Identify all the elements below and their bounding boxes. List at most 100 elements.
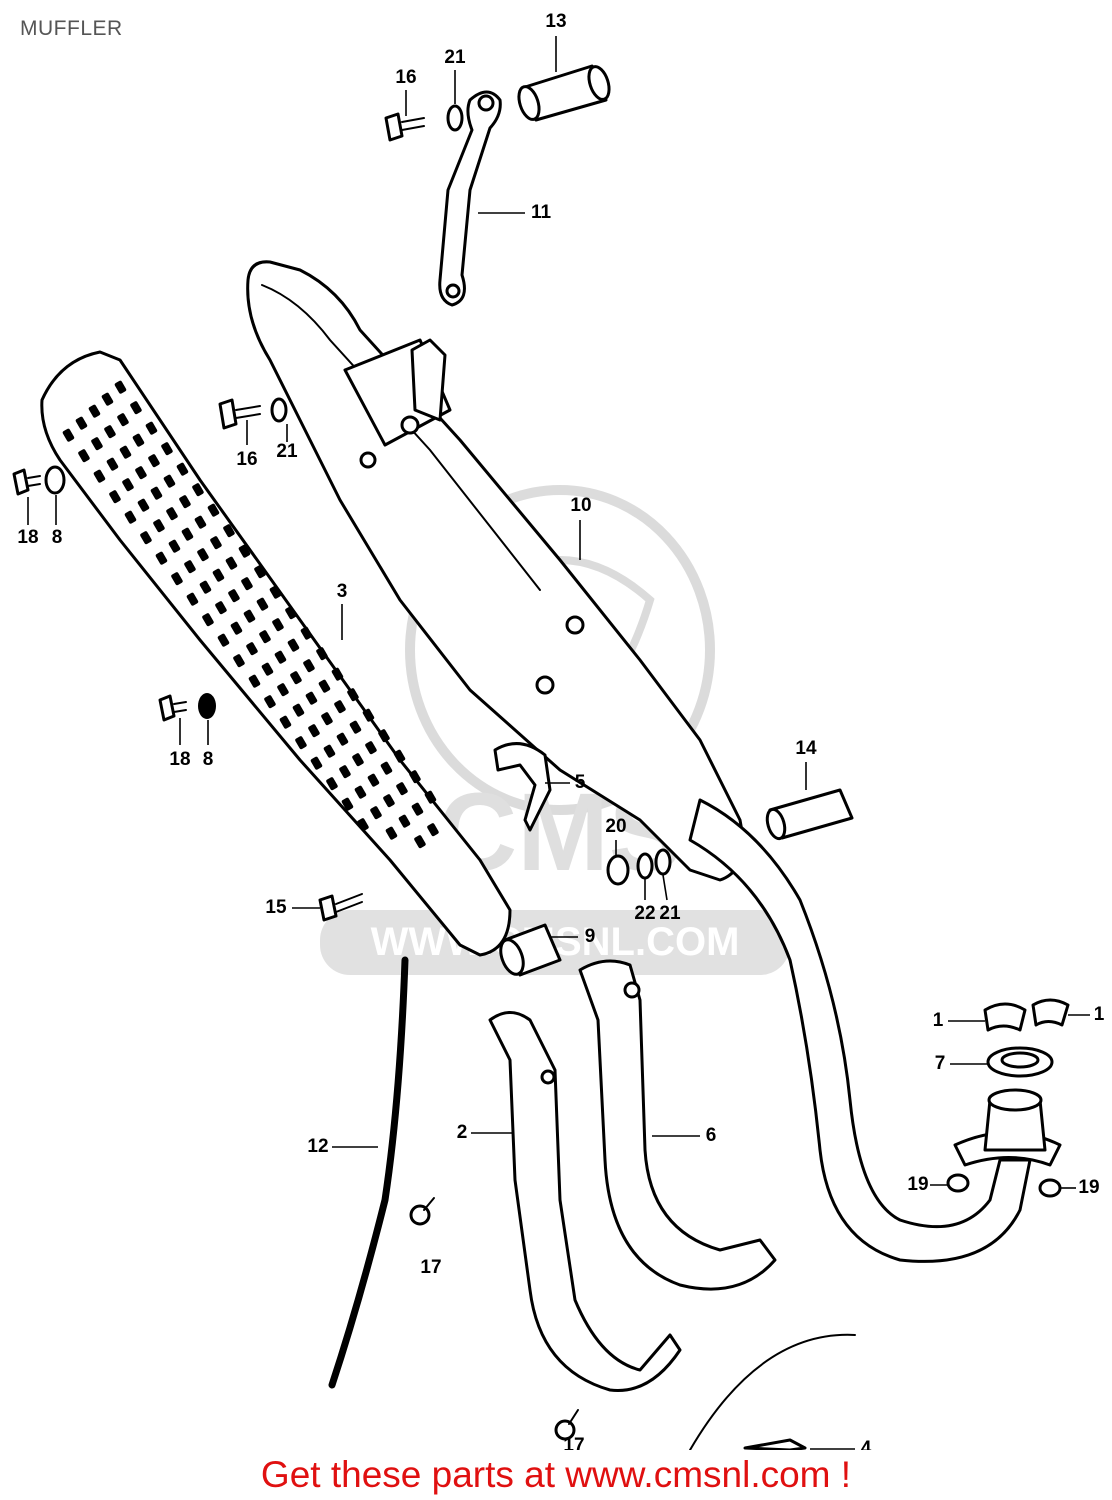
shield-slot <box>104 425 116 439</box>
shield-slot <box>166 507 178 521</box>
shield-slot <box>217 633 230 647</box>
shield-slot <box>135 466 147 480</box>
callout-22: 22 <box>634 903 655 924</box>
shield-slot <box>336 732 349 746</box>
shield-slot <box>349 720 362 734</box>
shield-slot <box>370 806 382 820</box>
shield-slot <box>124 510 137 524</box>
shield-slot <box>393 749 406 763</box>
shield-slot <box>414 835 426 849</box>
callout-10: 10 <box>570 495 591 516</box>
shield-slot <box>153 519 165 533</box>
get-parts-banner[interactable]: Get these parts at www.cmsnl.com ! <box>260 1454 852 1495</box>
shield-slot <box>279 715 292 729</box>
part-12-strip <box>328 956 409 1389</box>
callout-labels: 13 21 16 11 16 21 18 8 10 3 18 8 14 5 20… <box>17 11 1104 1450</box>
callout-14: 14 <box>795 738 817 759</box>
part-19-nut-left <box>946 1173 970 1193</box>
shield-slot <box>305 691 318 705</box>
shield-slot <box>130 401 142 415</box>
callout-3: 3 <box>337 581 348 602</box>
shield-slot <box>357 818 369 832</box>
part-19-nut-right <box>1038 1178 1062 1198</box>
shield-slot <box>385 826 398 840</box>
page-title: MUFFLER <box>20 17 123 40</box>
part-17-bolt-lower <box>554 1409 579 1441</box>
shield-slot <box>334 700 346 714</box>
callout-21: 21 <box>276 441 298 462</box>
shield-slot <box>184 560 196 574</box>
shield-slot <box>106 457 119 471</box>
part-21-washer-low <box>654 848 672 876</box>
callout-11: 11 <box>531 202 552 223</box>
shield-slot <box>91 437 103 451</box>
shield-slot <box>341 797 354 811</box>
shield-slot <box>362 708 375 722</box>
shield-slot <box>179 495 191 509</box>
shield-slot <box>148 454 160 468</box>
shield-slot <box>303 659 315 673</box>
part-22-spring-washer <box>636 852 654 880</box>
shield-slot <box>145 421 158 435</box>
part-16-bolt-top <box>384 112 425 142</box>
shield-slot <box>62 428 75 442</box>
shield-slot <box>310 756 323 770</box>
shield-slot <box>210 536 222 550</box>
shield-slot <box>132 433 145 447</box>
exhaust-flange <box>953 1088 1062 1167</box>
part-5-band <box>493 742 552 832</box>
callout-6: 6 <box>706 1125 717 1146</box>
shield-slot <box>259 630 271 644</box>
shield-slot <box>331 667 344 681</box>
shield-slot <box>347 688 359 702</box>
shield-slot <box>75 416 88 430</box>
shield-slot <box>78 449 90 463</box>
part-1-collet-right <box>1031 998 1070 1027</box>
callout-18: 18 <box>169 749 190 770</box>
shield-slot <box>197 548 209 562</box>
part-16-bolt-mid <box>218 398 261 430</box>
part-8-rubber-upper <box>44 465 66 495</box>
part-2-guard <box>488 1011 682 1392</box>
shield-slot <box>163 474 176 488</box>
shield-slot <box>269 585 282 599</box>
shield-slot <box>192 483 204 497</box>
shield-slot <box>230 621 243 635</box>
callout-8: 8 <box>203 749 214 770</box>
shield-slot <box>254 565 266 579</box>
shield-slot <box>186 592 199 606</box>
part-6-guard <box>578 959 777 1291</box>
shield-slot <box>137 498 150 512</box>
part-8-rubber-lower <box>198 693 216 719</box>
shield-slot <box>122 478 134 492</box>
callout-13: 13 <box>545 11 566 32</box>
shield-slot <box>93 469 106 483</box>
part-3-heat-shield <box>40 350 512 957</box>
shield-slot <box>117 413 129 427</box>
part-18-screw-upper <box>12 468 41 496</box>
shield-slot <box>411 802 424 816</box>
shield-slot <box>155 551 168 565</box>
shield-slot <box>398 814 411 828</box>
shield-slot <box>248 674 261 688</box>
shield-slot <box>261 662 274 676</box>
callout-20: 20 <box>605 816 626 837</box>
shield-slot <box>101 392 114 406</box>
part-20-nut <box>606 854 630 886</box>
shield-slot <box>150 486 163 500</box>
callout-12: 12 <box>307 1136 328 1157</box>
shield-slot <box>233 654 245 668</box>
shield-slot <box>378 729 390 743</box>
shield-slot <box>168 539 181 553</box>
shield-slot <box>339 765 351 779</box>
part-18-screw-lower <box>158 694 187 722</box>
shield-slot <box>88 404 101 418</box>
callout-17: 17 <box>563 1435 584 1450</box>
shield-slot <box>119 445 132 459</box>
shield-slot <box>290 671 302 685</box>
shield-slot <box>114 380 127 394</box>
shield-slot <box>171 572 183 586</box>
callout-18: 18 <box>17 527 38 548</box>
callout-1: 1 <box>1094 1004 1105 1025</box>
shield-slot <box>367 773 380 787</box>
